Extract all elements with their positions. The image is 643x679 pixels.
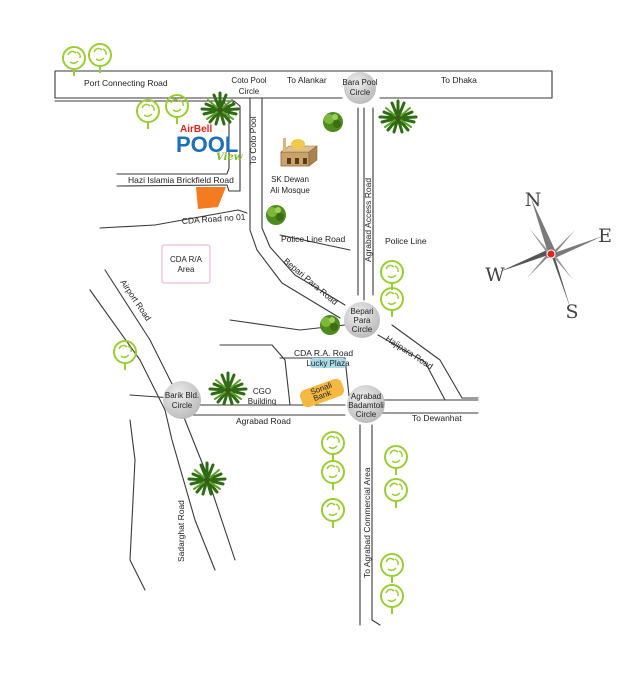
cgo-building-label-1: CGO xyxy=(253,387,271,396)
to-dhaka-label: To Dhaka xyxy=(441,75,477,85)
barik-bld-circle-label-2: Circle xyxy=(172,401,193,410)
lucky-plaza-block xyxy=(310,358,346,368)
agrabad-badamtoli-label-3: Circle xyxy=(356,410,377,419)
cda-ra-area-label-2: Area xyxy=(178,265,195,274)
agrabad-badamtoli-circle[interactable] xyxy=(347,385,385,423)
compass-north-label: N xyxy=(525,189,542,211)
bepari-para-road-label: Bepari Para Road xyxy=(282,256,340,307)
bepari-para-circle[interactable] xyxy=(344,302,380,338)
svg-text:AirBell: AirBell xyxy=(180,124,212,135)
mosque-label-1: SK Dewan xyxy=(271,175,309,184)
agrabad-badamtoli-label-2: Badamtoli xyxy=(348,401,384,410)
mosque-label-2: Ali Mosque xyxy=(270,186,310,195)
agrabad-badamtoli-label-1: Agrabad xyxy=(351,392,381,401)
to-alankar-label: To Alankar xyxy=(287,75,327,85)
compass-west-label: W xyxy=(485,264,505,286)
svg-text:POOL: POOL xyxy=(176,132,238,157)
port-connecting-road-label: Port Connecting Road xyxy=(84,78,168,88)
coto-pool-circle-label-1: Coto Pool xyxy=(231,76,266,85)
barik-bld-circle[interactable] xyxy=(163,381,201,419)
police-line-road-label: Police Line Road xyxy=(281,234,346,244)
cda-ra-area-label-1: CDA R/A xyxy=(170,255,203,264)
to-coto-pool-label: To Coto Pool xyxy=(248,116,258,165)
mosque-icon xyxy=(280,138,318,167)
bara-pool-circle-label-2: Circle xyxy=(350,88,371,97)
cda-road-01-label: CDA Road no 01 xyxy=(181,212,246,226)
destination-marker[interactable] xyxy=(196,187,226,209)
barik-bld-circle-label-1: Barik Bld. xyxy=(165,391,199,400)
sonali-bank-block xyxy=(299,378,345,408)
compass-south-label: S xyxy=(565,301,578,323)
cgo-building-label-2: Building xyxy=(248,397,276,406)
sadarghat-road-label: Sadarghat Road xyxy=(176,500,186,562)
bepari-para-circle-label-1: Bepari xyxy=(350,307,373,316)
bepari-para-circle-label-3: Circle xyxy=(352,325,373,334)
bepari-para-circle-label-2: Para xyxy=(354,316,371,325)
airbell-pool-view-logo: AirBell POOL View xyxy=(176,124,243,163)
compass-east-label: E xyxy=(598,225,612,247)
svg-text:View: View xyxy=(216,152,243,163)
to-agrabad-commercial-label: To Agrabad Commercial Area xyxy=(362,467,372,578)
hajipara-road-label: Hajipara Road xyxy=(384,333,435,371)
bara-pool-circle-label-1: Bara Pool xyxy=(342,78,377,87)
bara-pool-circle[interactable] xyxy=(344,72,376,104)
to-dewanhat-label: To Dewanhat xyxy=(412,413,462,423)
cda-ra-road-label: CDA R.A. Road xyxy=(294,348,353,358)
police-line-label: Police Line xyxy=(385,236,427,246)
hazi-islamia-road-label: Hazi Islamia Brickfield Road xyxy=(128,175,234,185)
coto-pool-circle-label-2: Circle xyxy=(239,87,260,96)
compass-rose-icon xyxy=(499,198,603,310)
agrabad-access-road-label: Agrabad Access Road xyxy=(363,178,373,262)
agrabad-road-label: Agrabad Road xyxy=(236,416,291,426)
airport-road-label: Airport Road xyxy=(118,278,153,323)
cda-ra-area-box xyxy=(161,244,211,284)
lucky-plaza-label: Lucky Plaza xyxy=(306,359,350,368)
